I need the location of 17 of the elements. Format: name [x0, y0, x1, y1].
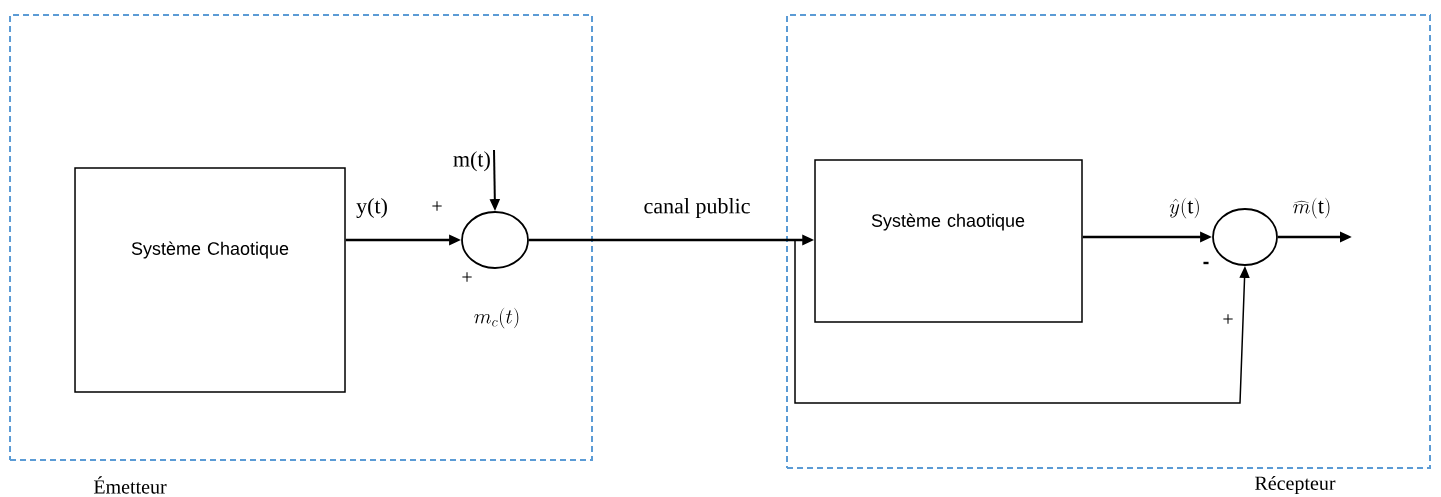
node-label: Récepteur [1255, 475, 1336, 495]
signal-label: $m_c(t)$ [474, 307, 519, 329]
edge-label: canal public [642, 197, 752, 219]
arrow [528, 239, 1250, 404]
sign-label: + [432, 201, 442, 211]
sign-label: + [1223, 314, 1233, 324]
block-box: Système Chaotique [74, 167, 346, 393]
summing-junction [461, 211, 529, 269]
signal-label: m(t) [453, 151, 490, 172]
node-label: Émetteur [93, 476, 167, 494]
summing-junction [1212, 208, 1278, 266]
edge-label: y(t) [355, 197, 389, 219]
edge-label: $\widehat{m}(\mathrm{t})$ [1291, 196, 1333, 220]
sign-label: - [1203, 261, 1209, 265]
edge-label: $\hat{y}(\mathrm{t})$ [1168, 196, 1202, 220]
sign-label: + [462, 272, 472, 282]
block-box: Système chaotique [814, 159, 1083, 323]
